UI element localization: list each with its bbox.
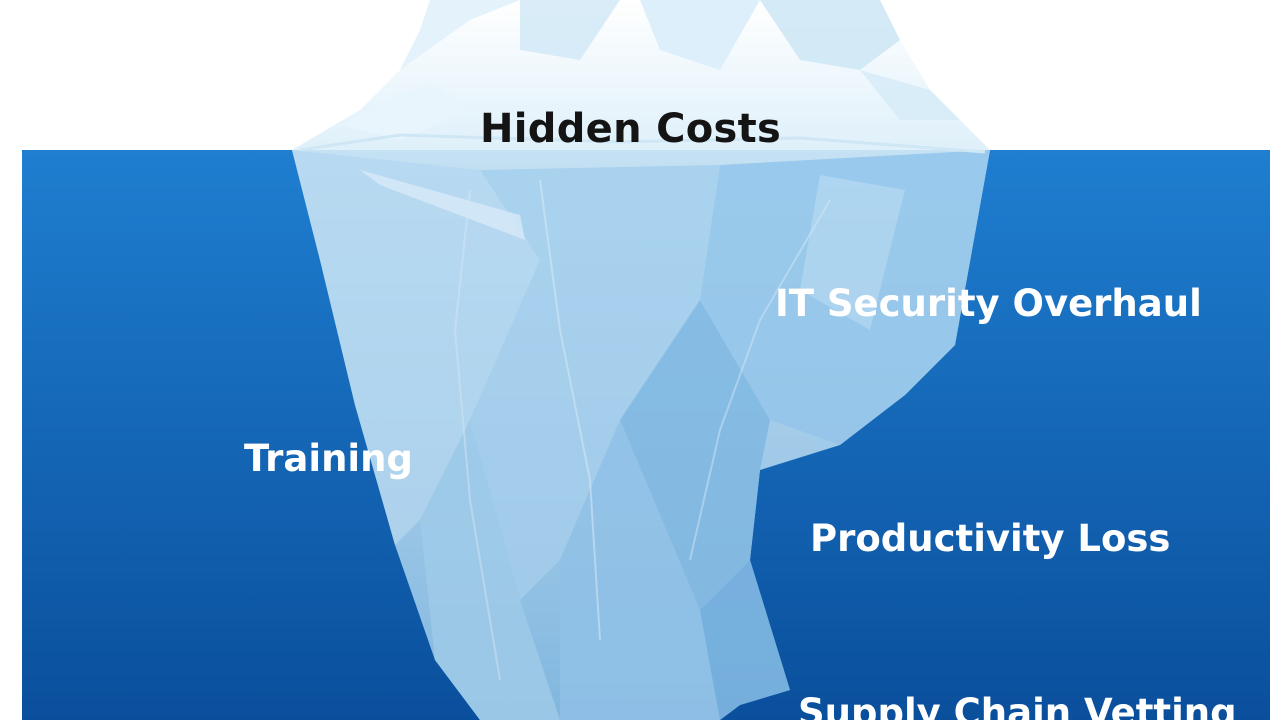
item-label-productivity: Productivity Loss <box>810 517 1171 560</box>
iceberg-tip <box>292 0 990 154</box>
diagram-title: Hidden Costs <box>480 106 782 152</box>
item-label-supply-chain: Supply Chain Vetting <box>798 691 1237 720</box>
item-label-training: Training <box>244 437 413 480</box>
underwater-iceberg <box>292 150 990 720</box>
item-label-it-security: IT Security Overhaul <box>775 282 1202 325</box>
